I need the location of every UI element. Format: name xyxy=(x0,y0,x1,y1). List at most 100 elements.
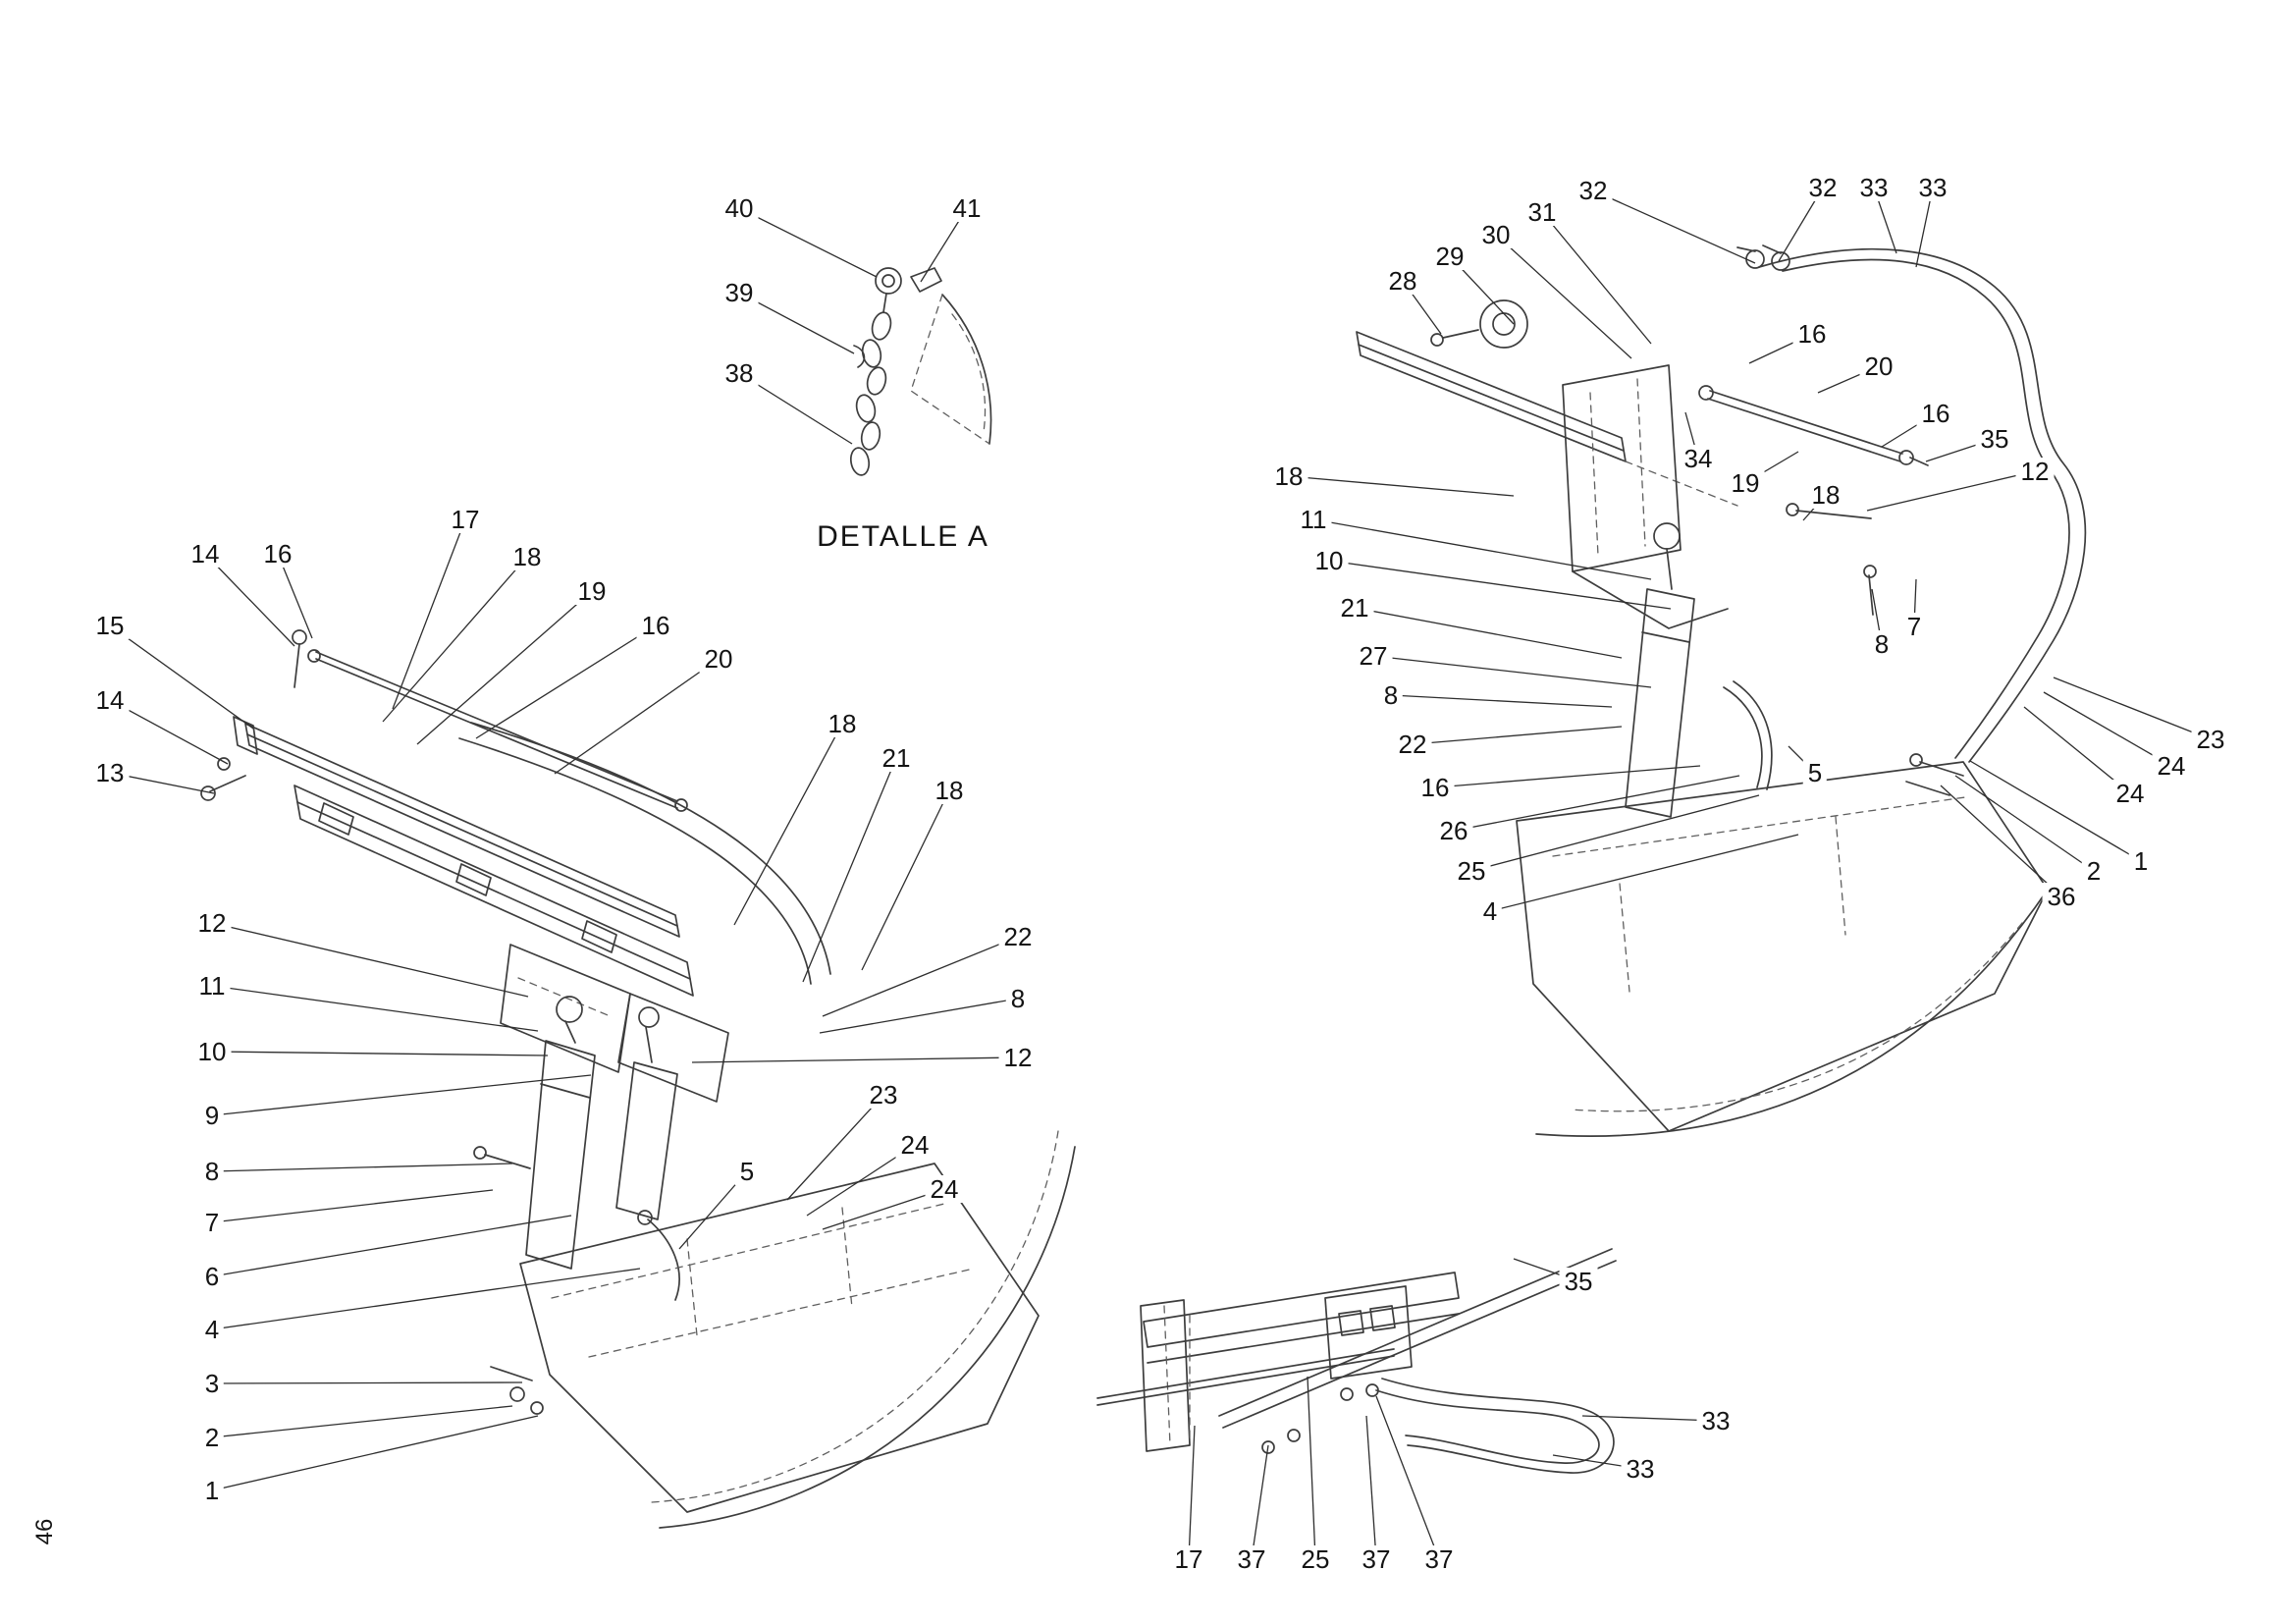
leader-line-14 xyxy=(204,553,295,647)
leader-line-39 xyxy=(738,292,855,354)
callout-18: 18 xyxy=(1269,462,1308,490)
tie-rod xyxy=(1707,390,1903,462)
callout-17: 17 xyxy=(446,506,485,533)
leader-line-17 xyxy=(1188,1425,1196,1560)
hose xyxy=(470,722,831,975)
hydraulic-hose xyxy=(1381,1378,1615,1474)
callout-12: 12 xyxy=(2015,458,2055,485)
leader-line-10 xyxy=(211,1051,549,1056)
left-assembly-drawing xyxy=(200,629,1076,1529)
callout-33: 33 xyxy=(1854,174,1894,201)
callout-7: 7 xyxy=(1901,613,1927,640)
leader-line-33 xyxy=(1581,1415,1717,1422)
callout-2: 2 xyxy=(199,1424,225,1451)
callout-19: 19 xyxy=(572,577,612,605)
callout-38: 38 xyxy=(720,359,759,387)
callout-37: 37 xyxy=(1232,1545,1271,1573)
leader-line-23 xyxy=(786,1094,884,1201)
leader-line-37 xyxy=(1365,1415,1377,1560)
callout-22: 22 xyxy=(998,923,1038,950)
callout-18: 18 xyxy=(1806,481,1845,509)
callout-28: 28 xyxy=(1383,267,1422,295)
callout-9: 9 xyxy=(199,1102,225,1129)
callout-8: 8 xyxy=(199,1158,225,1185)
leader-line-32 xyxy=(1592,189,1756,264)
callout-16: 16 xyxy=(636,612,675,639)
callout-22: 22 xyxy=(1393,731,1432,758)
frame-beam xyxy=(294,785,694,997)
callout-18: 18 xyxy=(930,777,969,804)
hydraulic-hose xyxy=(1375,1389,1600,1464)
callout-10: 10 xyxy=(192,1038,232,1065)
callout-14: 14 xyxy=(186,540,225,568)
callout-12: 12 xyxy=(192,909,232,937)
callout-39: 39 xyxy=(720,279,759,306)
leader-line-12 xyxy=(691,1056,1019,1063)
callout-24: 24 xyxy=(925,1175,964,1203)
callout-25: 25 xyxy=(1452,857,1491,885)
leader-line-8 xyxy=(1390,694,1613,708)
frame-beam xyxy=(244,723,680,938)
callout-18: 18 xyxy=(823,710,862,737)
leader-line-16 xyxy=(277,553,313,639)
leader-line-18 xyxy=(733,723,843,926)
leader-line-20 xyxy=(554,658,720,775)
callout-23: 23 xyxy=(864,1081,903,1109)
valve-block xyxy=(1324,1285,1413,1380)
hydraulic-cylinder xyxy=(615,1061,678,1220)
detail-a-caption: DETALLE A xyxy=(817,520,989,553)
disc-edge xyxy=(1535,889,2049,1137)
callout-4: 4 xyxy=(199,1316,225,1343)
callout-33: 33 xyxy=(1913,174,1952,201)
page-number: 46 xyxy=(31,1518,58,1545)
callout-12: 12 xyxy=(998,1044,1038,1071)
leader-line-17 xyxy=(392,518,466,710)
hydraulic-cylinder xyxy=(525,1040,596,1270)
leader-line-11 xyxy=(211,985,539,1032)
callout-20: 20 xyxy=(699,645,738,673)
callout-20: 20 xyxy=(1859,352,1898,380)
leader-line-18 xyxy=(1288,475,1515,497)
leader-line-37 xyxy=(1375,1395,1440,1560)
callout-8: 8 xyxy=(1378,681,1404,709)
frame-body xyxy=(1516,761,2049,1132)
leader-line-23 xyxy=(2053,677,2212,740)
callout-33: 33 xyxy=(1696,1407,1735,1435)
callout-33: 33 xyxy=(1621,1455,1660,1483)
callout-34: 34 xyxy=(1679,445,1718,472)
hydraulic-hose xyxy=(1758,247,2087,763)
callout-24: 24 xyxy=(2152,752,2191,780)
callout-15: 15 xyxy=(90,612,130,639)
callout-8: 8 xyxy=(1005,985,1031,1012)
hydraulic-motor xyxy=(1479,299,1528,349)
leader-line-24 xyxy=(2043,691,2172,767)
leader-line-18 xyxy=(382,556,528,723)
leader-line-4 xyxy=(211,1268,641,1330)
leader-line-31 xyxy=(1541,211,1652,345)
callout-41: 41 xyxy=(947,194,987,222)
callout-25: 25 xyxy=(1296,1545,1335,1573)
leader-line-25 xyxy=(1470,794,1760,872)
knob xyxy=(875,267,902,295)
leader-line-3 xyxy=(211,1381,523,1384)
retainer-chain xyxy=(849,311,892,476)
callout-36: 36 xyxy=(2042,883,2081,910)
leader-line-6 xyxy=(211,1215,572,1277)
disc-edge xyxy=(659,1146,1076,1529)
hook xyxy=(853,345,866,368)
leader-line-26 xyxy=(1453,775,1740,832)
tie-rod xyxy=(315,651,678,809)
leader-line-4 xyxy=(1489,834,1799,912)
callout-30: 30 xyxy=(1476,221,1516,248)
callout-5: 5 xyxy=(734,1158,760,1185)
leader-line-1 xyxy=(211,1415,539,1491)
leader-line-2 xyxy=(1954,775,2095,872)
callout-18: 18 xyxy=(507,543,547,570)
leader-line-24 xyxy=(2023,706,2131,794)
leader-line-16 xyxy=(1434,765,1701,788)
callout-17: 17 xyxy=(1169,1545,1208,1573)
leader-line-8 xyxy=(211,1163,513,1172)
detail-a-drawing xyxy=(849,267,992,476)
leader-line-40 xyxy=(738,207,878,278)
